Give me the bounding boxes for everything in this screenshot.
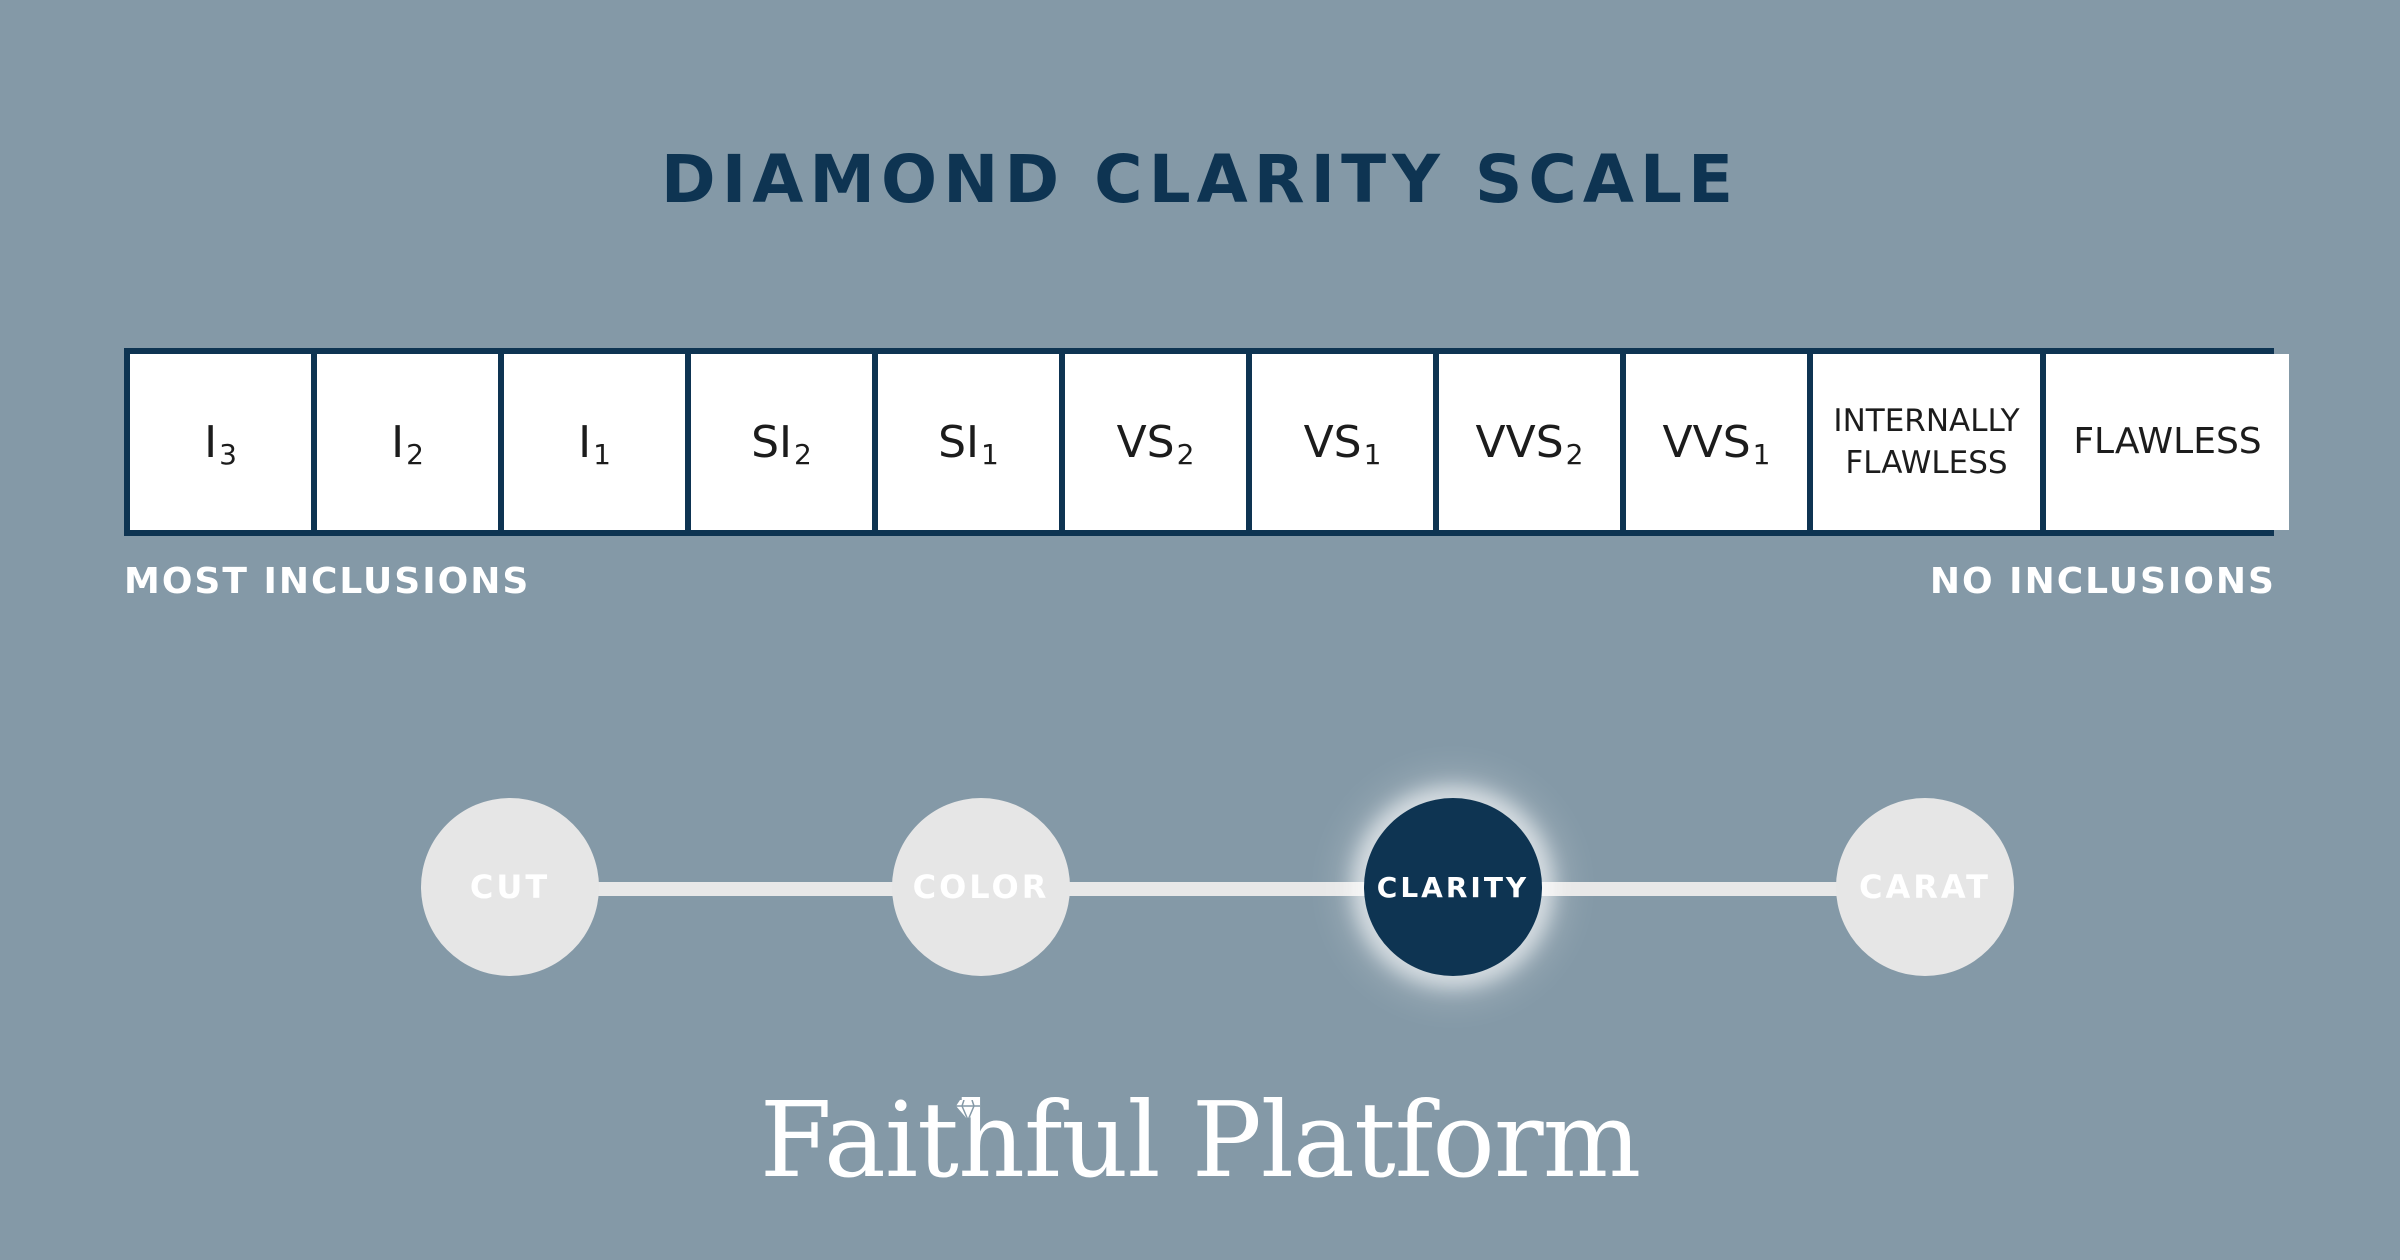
grade-base: VVS (1475, 416, 1564, 468)
most-inclusions-label: MOST INCLUSIONS (124, 561, 531, 602)
grade-sub: 1 (981, 437, 999, 471)
grade-sub: 2 (1176, 437, 1195, 471)
grade-base: SI (751, 416, 793, 468)
grade-sub: 1 (1363, 437, 1382, 471)
step-carat[interactable]: CARAT (1836, 798, 2014, 976)
step-label: CUT (469, 868, 551, 906)
grade-base: SI (938, 416, 980, 468)
step-label: CLARITY (1376, 870, 1530, 904)
grade-base: I (204, 416, 218, 468)
step-clarity[interactable]: CLARITY (1364, 798, 1542, 976)
grade-cell-flawless: FLAWLESS (2046, 354, 2289, 530)
step-cut[interactable]: CUT (421, 798, 599, 976)
grade-sub: 2 (794, 437, 812, 471)
grade-base: VS (1116, 416, 1175, 468)
grade-sub: 1 (593, 437, 611, 471)
grade-sub: 2 (1565, 437, 1584, 471)
step-label: CARAT (1859, 868, 1991, 906)
grade-base: VVS (1662, 416, 1751, 468)
brand-logo: Faithful Platform (0, 1080, 2400, 1200)
diamond-icon (956, 1100, 980, 1120)
grade-cell-internally-flawless: INTERNALLY FLAWLESS (1813, 354, 2040, 530)
grade-sub: 1 (1752, 437, 1771, 471)
grade-base: I (578, 416, 592, 468)
grade-base: I (391, 416, 405, 468)
flawless-text: FLAWLESS (2073, 421, 2262, 462)
step-label: COLOR (912, 868, 1050, 906)
step-color[interactable]: COLOR (892, 798, 1070, 976)
grade-sub: 3 (219, 437, 237, 471)
grade-sub: 2 (406, 437, 424, 471)
grade-base: VS (1303, 416, 1362, 468)
no-inclusions-label: NO INCLUSIONS (1929, 561, 2276, 602)
internally-flawless-line1: INTERNALLY (1833, 403, 2020, 439)
four-cs-track (510, 882, 1930, 896)
page-title: DIAMOND CLARITY SCALE (660, 141, 1740, 218)
internally-flawless-text: INTERNALLY FLAWLESS (1833, 400, 2019, 484)
internally-flawless-line2: FLAWLESS (1845, 445, 2008, 481)
brand-name: Faithful Platform (759, 1079, 1641, 1201)
